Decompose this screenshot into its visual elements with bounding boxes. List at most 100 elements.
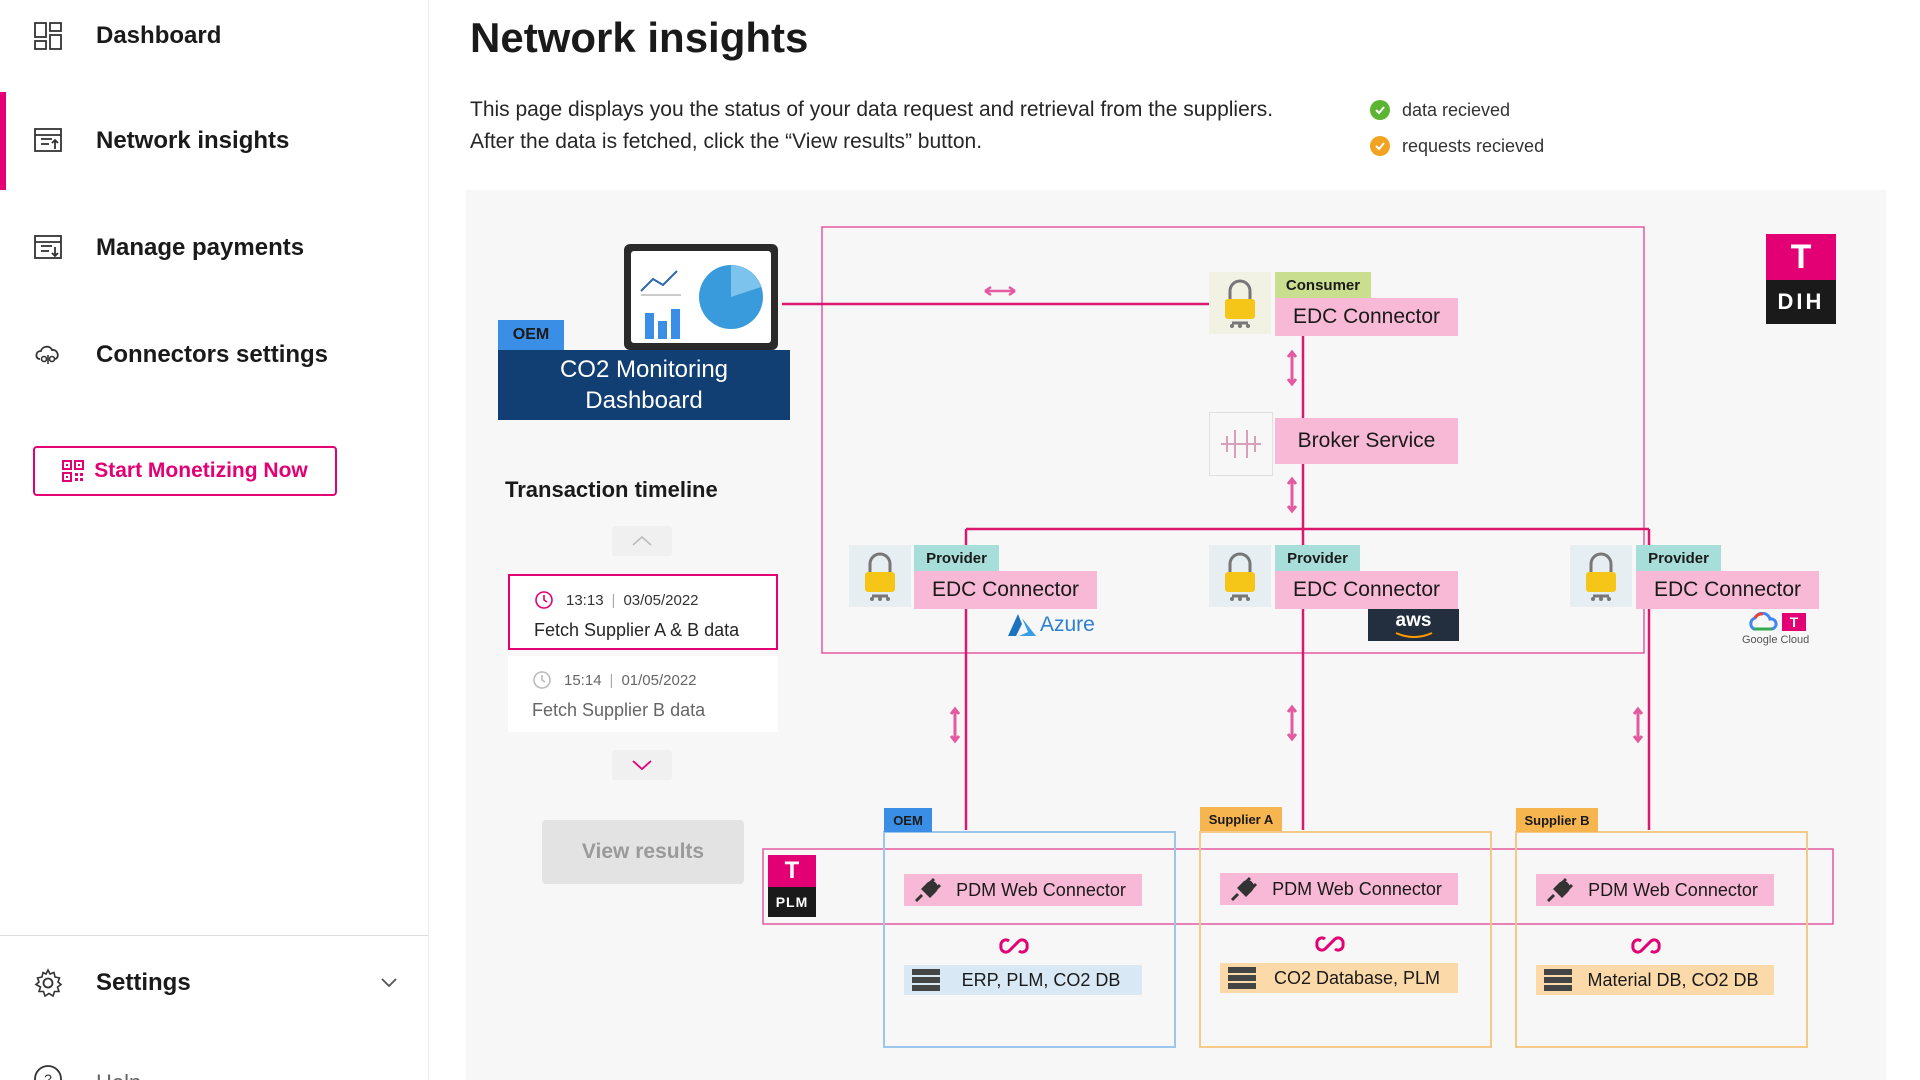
connector-icon bbox=[35, 345, 59, 364]
clock-icon bbox=[535, 591, 553, 609]
sidebar-divider bbox=[0, 935, 428, 936]
timeline-scroll-down-button[interactable] bbox=[612, 750, 672, 780]
dashboard-icon bbox=[34, 22, 62, 50]
dashboard-device-icon bbox=[624, 244, 778, 350]
google-cloud-label: Google Cloud bbox=[1742, 634, 1810, 646]
timeline-date: 03/05/2022 bbox=[623, 591, 699, 609]
database-label: ERP, PLM, CO2 DB bbox=[961, 969, 1121, 990]
payments-icon bbox=[34, 235, 62, 259]
timeline-text: Fetch Supplier A & B data bbox=[534, 620, 740, 640]
start-monetizing-button[interactable]: Start Monetizing Now bbox=[33, 446, 337, 496]
database-icon bbox=[1544, 969, 1572, 991]
timeline-item-meta: 13:13 | 03/05/2022 bbox=[534, 590, 699, 610]
consumer-edc-connector[interactable]: EDC Connector bbox=[1275, 298, 1458, 336]
telekom-t-logo: T bbox=[1782, 613, 1806, 631]
broker-icon bbox=[1209, 412, 1273, 476]
connector-label: PDM Web Connector bbox=[1588, 879, 1758, 900]
status-legend: data recieved requests recieved bbox=[1370, 92, 1544, 164]
dih-logo: T DIH bbox=[1766, 234, 1836, 324]
plug-icon bbox=[1230, 876, 1258, 902]
co2-monitoring-dashboard[interactable]: CO2 Monitoring Dashboard bbox=[498, 350, 790, 420]
timeline-scroll-up-button[interactable] bbox=[612, 526, 672, 556]
database-supplier-b: Material DB, CO2 DB bbox=[1536, 965, 1774, 995]
timeline-time: 13:13 bbox=[566, 591, 604, 609]
timeline-item[interactable]: 15:14 | 01/05/2022 Fetch Supplier B data bbox=[508, 656, 778, 732]
provider-edc-connector-google[interactable]: EDC Connector bbox=[1636, 571, 1819, 609]
party-tag-supplier-a: Supplier A bbox=[1200, 807, 1282, 831]
page-title: Network insights bbox=[470, 14, 809, 61]
database-icon bbox=[1228, 967, 1256, 989]
timeline-text: Fetch Supplier B data bbox=[532, 700, 706, 720]
timeline-time: 15:14 bbox=[564, 671, 602, 689]
sidebar-item-label: Dashboard bbox=[96, 22, 222, 49]
pdm-web-connector-oem[interactable]: PDM Web Connector bbox=[904, 874, 1142, 906]
description-line-2: After the data is fetched, click the “Vi… bbox=[470, 130, 983, 153]
azure-logo: Azure bbox=[1006, 612, 1095, 638]
lock-icon bbox=[1209, 272, 1271, 334]
provider-tag: Provider bbox=[1636, 545, 1721, 571]
help-icon: ? bbox=[34, 1065, 62, 1080]
sidebar-item-label: Help bbox=[96, 1070, 141, 1080]
aws-logo: aws bbox=[1368, 609, 1459, 641]
sidebar-item-settings[interactable]: Settings bbox=[0, 933, 428, 1033]
lock-icon bbox=[1209, 545, 1271, 607]
sidebar-item-label: Manage payments bbox=[96, 234, 305, 261]
pdm-web-connector-supplier-a[interactable]: PDM Web Connector bbox=[1220, 873, 1458, 905]
chevron-down-icon bbox=[632, 760, 652, 771]
timeline-date: 01/05/2022 bbox=[621, 671, 697, 689]
database-icon bbox=[912, 969, 940, 991]
gear-icon bbox=[34, 968, 63, 998]
link-icon bbox=[1315, 936, 1345, 952]
legend-item-requests-received: requests recieved bbox=[1370, 128, 1544, 164]
plm-label: PLM bbox=[768, 887, 816, 917]
plm-logo: T PLM bbox=[768, 855, 816, 917]
provider-edc-connector-aws[interactable]: EDC Connector bbox=[1275, 571, 1458, 609]
sidebar-item-manage-payments[interactable]: Manage payments bbox=[0, 198, 428, 298]
pdm-web-connector-supplier-b[interactable]: PDM Web Connector bbox=[1536, 874, 1774, 906]
timeline-title: Transaction timeline bbox=[505, 477, 718, 502]
broker-service[interactable]: Broker Service bbox=[1275, 418, 1458, 464]
database-oem: ERP, PLM, CO2 DB bbox=[904, 965, 1142, 995]
party-tag-supplier-b: Supplier B bbox=[1516, 808, 1598, 832]
svg-text:?: ? bbox=[44, 1071, 52, 1080]
azure-label: Azure bbox=[1040, 613, 1095, 636]
legend-label: requests recieved bbox=[1402, 135, 1545, 156]
database-supplier-a: CO2 Database, PLM bbox=[1220, 963, 1458, 993]
database-label: Material DB, CO2 DB bbox=[1587, 969, 1759, 990]
timeline-item[interactable]: 13:13 | 03/05/2022 Fetch Supplier A & B … bbox=[508, 574, 778, 650]
view-results-button[interactable]: View results bbox=[542, 820, 744, 884]
checkmark-icon bbox=[1370, 100, 1390, 120]
google-cloud-logo: T Google Cloud bbox=[1740, 612, 1824, 650]
provider-tag: Provider bbox=[1275, 545, 1360, 571]
sidebar: Dashboard Network insights Manage paymen… bbox=[0, 0, 429, 1080]
legend-label: data recieved bbox=[1402, 99, 1511, 120]
link-icon bbox=[999, 938, 1029, 954]
telekom-t-logo: T bbox=[1766, 234, 1836, 280]
consumer-tag: Consumer bbox=[1275, 272, 1371, 298]
sidebar-item-help[interactable]: ? Help bbox=[0, 1052, 428, 1080]
network-insights-icon bbox=[34, 128, 62, 152]
provider-edc-connector-azure[interactable]: EDC Connector bbox=[914, 571, 1097, 609]
lock-icon bbox=[1570, 545, 1632, 607]
qr-code-icon bbox=[62, 460, 85, 482]
dashboard-label-line-1: CO2 Monitoring bbox=[559, 356, 729, 383]
chevron-down-icon[interactable] bbox=[380, 977, 398, 989]
link-icon bbox=[1631, 938, 1661, 954]
sidebar-item-label: Network insights bbox=[96, 127, 290, 154]
sidebar-item-network-insights[interactable]: Network insights bbox=[0, 92, 428, 190]
description-line-1: This page displays you the status of you… bbox=[470, 98, 1274, 121]
timeline-item-meta: 15:14 | 01/05/2022 bbox=[532, 670, 697, 690]
sidebar-item-dashboard[interactable]: Dashboard bbox=[0, 0, 428, 86]
legend-item-data-received: data recieved bbox=[1370, 92, 1544, 128]
provider-tag: Provider bbox=[914, 545, 999, 571]
lock-icon bbox=[849, 545, 911, 607]
connector-label: PDM Web Connector bbox=[1272, 878, 1442, 899]
aws-label: aws bbox=[1395, 610, 1432, 631]
connector-label: PDM Web Connector bbox=[956, 879, 1126, 900]
telekom-t-logo: T bbox=[768, 855, 816, 887]
sidebar-item-connectors-settings[interactable]: Connectors settings bbox=[0, 305, 428, 405]
clock-icon bbox=[533, 671, 551, 689]
chevron-up-icon bbox=[632, 535, 652, 546]
